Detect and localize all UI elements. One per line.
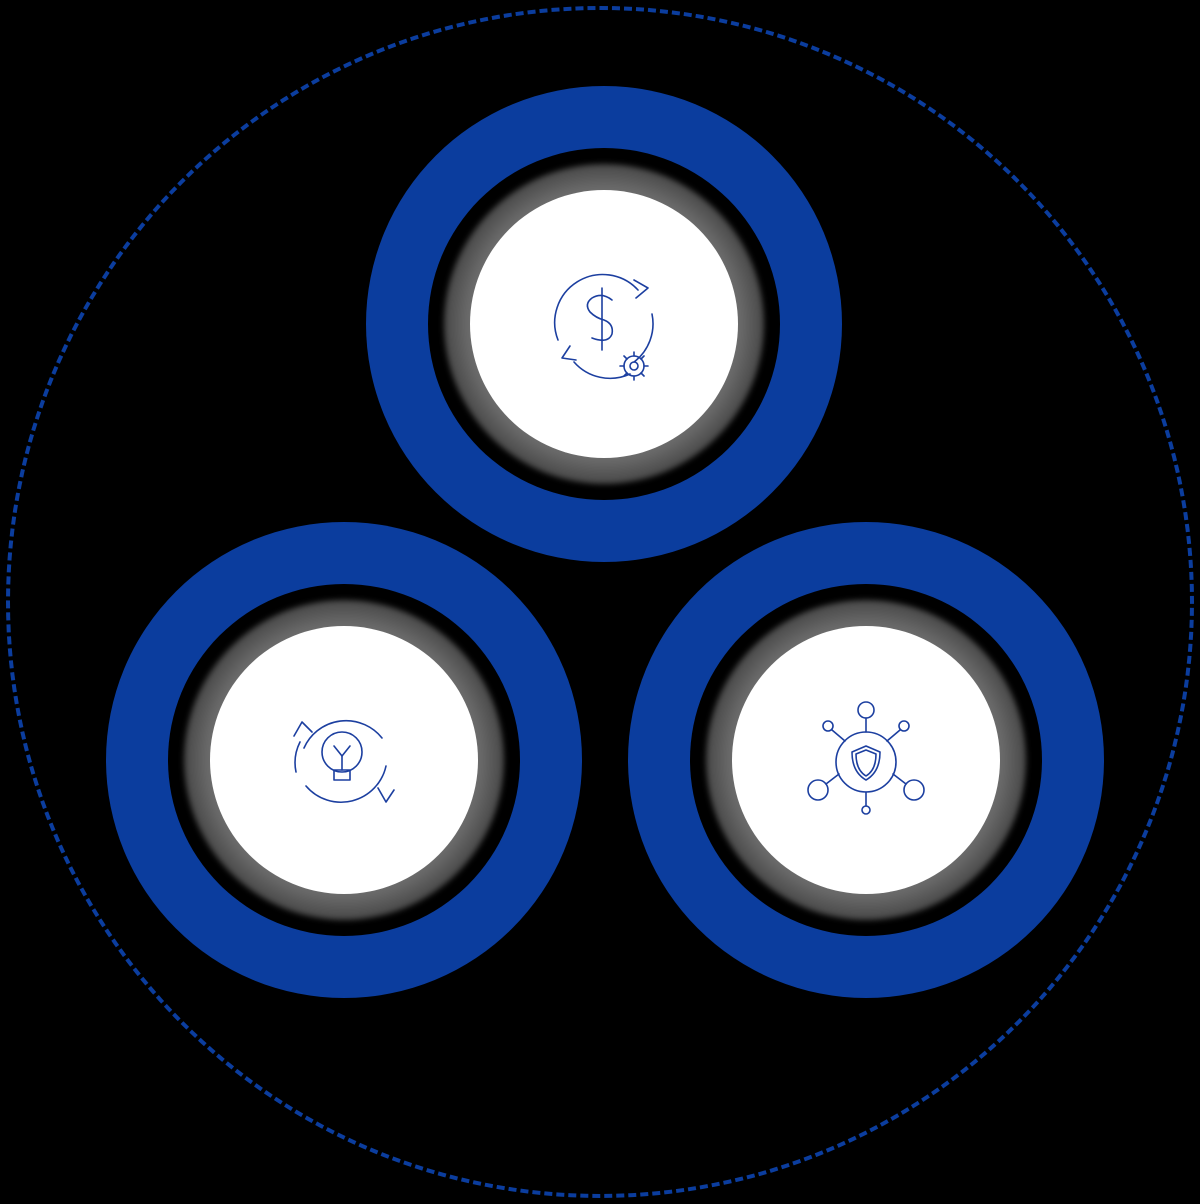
outer-dashed-circle xyxy=(6,6,1194,1198)
node-left-ring xyxy=(106,522,582,998)
node-left-disc xyxy=(210,626,478,894)
node-right-disc xyxy=(732,626,1000,894)
node-top-ring xyxy=(366,86,842,562)
dollar-cycle-gear-icon xyxy=(553,273,654,381)
shield-network-icon xyxy=(807,701,925,815)
lightbulb-cycle-icon xyxy=(293,719,395,803)
node-top-disc xyxy=(470,190,738,458)
node-right-ring xyxy=(628,522,1104,998)
